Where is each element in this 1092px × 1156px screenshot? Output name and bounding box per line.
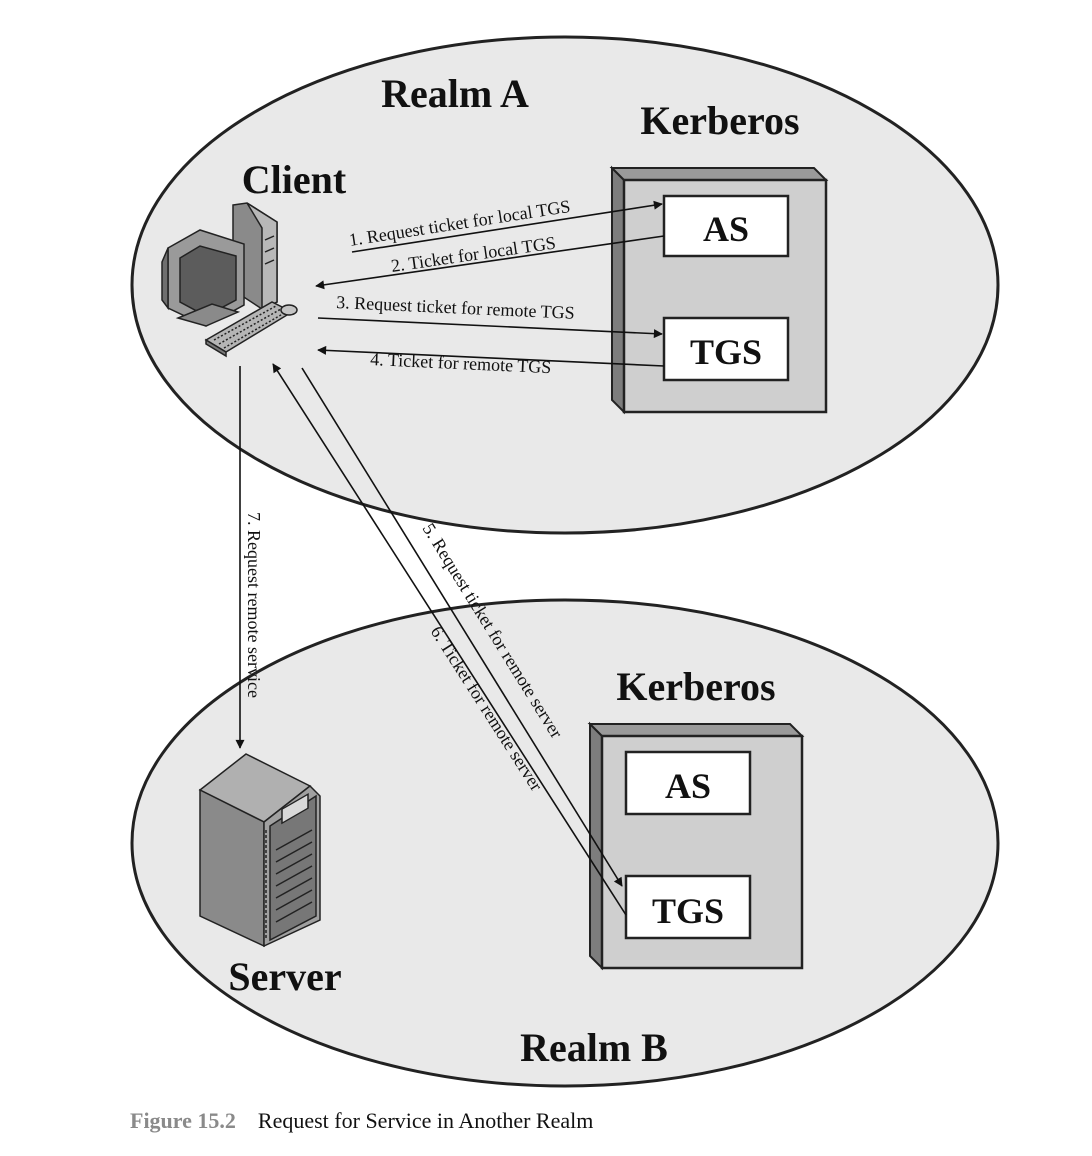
server-icon: [198, 753, 321, 948]
arrow-step-4: [317, 345, 665, 367]
realm-b-tgs-box: [624, 874, 752, 940]
arrow-step-6: [272, 363, 627, 916]
client-label: Client: [242, 157, 347, 202]
figure-title: Request for Service in Another Realm: [257, 1108, 594, 1133]
arrow-step-3: [317, 317, 663, 339]
realm-b-as-box: [624, 750, 752, 816]
figure-caption: Figure 15.2 Request for Service in Anothe…: [130, 1108, 593, 1134]
server-label: Server: [228, 954, 341, 999]
arrow-step-5: [301, 367, 623, 887]
realm-b-tgs-label: TGS: [652, 891, 724, 931]
step-7-label: 7. Request remote service: [244, 512, 264, 698]
client-computer-icon: [161, 202, 298, 358]
arrow-step-2: [315, 235, 665, 290]
realm-b-as-label: AS: [665, 766, 711, 806]
realm-a-tgs-box: [662, 316, 790, 382]
realm-a-kerberos-label: Kerberos: [640, 98, 799, 143]
realm-a-as-box: [662, 194, 790, 258]
realm-b-label: Realm B: [520, 1025, 668, 1070]
realm-a-as-label: AS: [703, 209, 749, 249]
realm-a-kerberos-server: AS TGS: [609, 165, 829, 415]
figure-number: Figure 15.2: [130, 1108, 236, 1133]
arrow-step-1: [351, 200, 663, 253]
realm-a-label: Realm A: [381, 71, 529, 116]
realm-b-kerberos-server: AS TGS: [587, 721, 805, 971]
realm-a-tgs-label: TGS: [690, 332, 762, 372]
realm-b-kerberos-label: Kerberos: [616, 664, 775, 709]
